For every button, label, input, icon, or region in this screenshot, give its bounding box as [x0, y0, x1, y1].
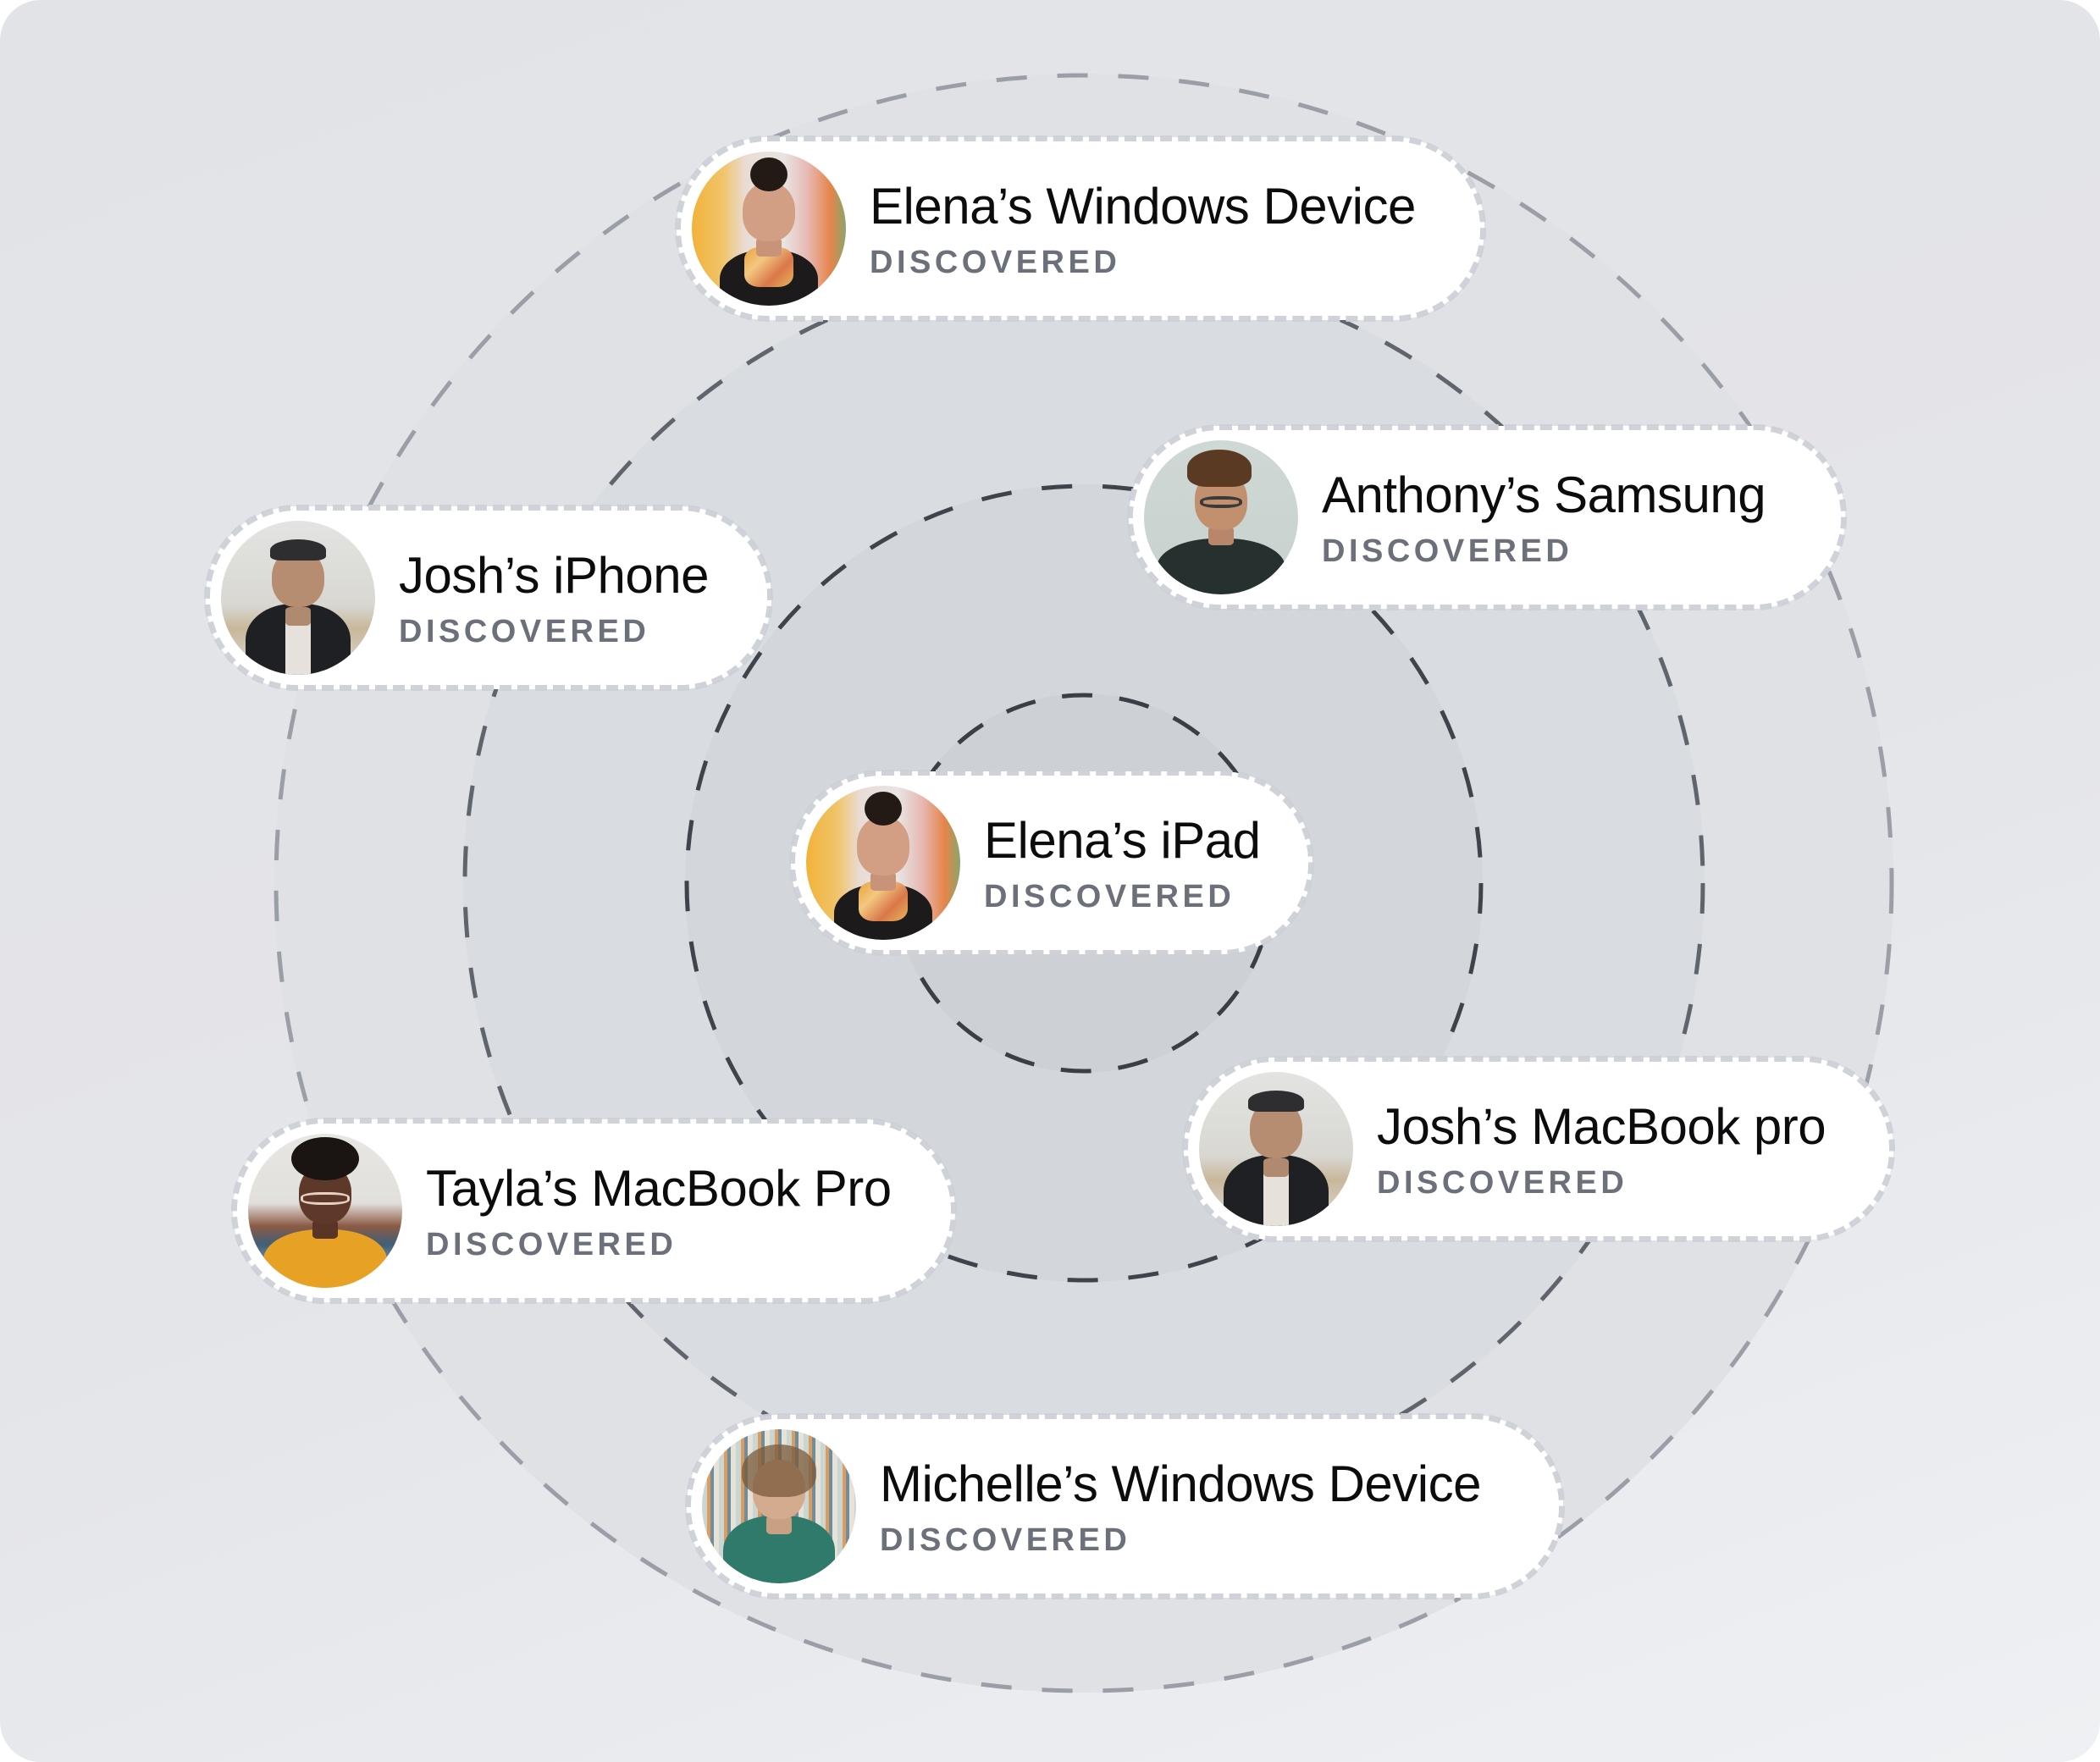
person-photo-josh-icon — [221, 521, 375, 675]
device-name: Tayla’s MacBook Pro — [426, 1160, 892, 1217]
ring-3-dashed-stroke — [684, 483, 1484, 1283]
device-name: Michelle’s Windows Device — [880, 1455, 1481, 1512]
device-name: Josh’s MacBook pro — [1377, 1098, 1826, 1155]
device-name: Anthony’s Samsung — [1322, 467, 1766, 523]
device-card-josh-macbook[interactable]: Josh’s MacBook pro DISCOVERED — [1182, 1056, 1895, 1242]
person-photo-tayla-icon — [248, 1134, 402, 1288]
device-card-tayla-macbook[interactable]: Tayla’s MacBook Pro DISCOVERED — [231, 1118, 957, 1304]
ring-outer-dashed-stroke — [274, 73, 1894, 1693]
device-name: Elena’s iPad — [984, 812, 1261, 869]
device-card-anthony-samsung[interactable]: Anthony’s Samsung DISCOVERED — [1127, 424, 1847, 610]
status-label: DISCOVERED — [870, 245, 1121, 280]
device-card-elena-windows[interactable]: Elena’s Windows Device DISCOVERED — [675, 135, 1486, 322]
person-photo-michelle-icon — [702, 1429, 856, 1583]
ring-2-dashed-stroke — [462, 262, 1705, 1505]
device-name: Elena’s Windows Device — [870, 178, 1416, 235]
status-label: DISCOVERED — [399, 614, 650, 649]
status-label: DISCOVERED — [880, 1522, 1131, 1558]
status-label: DISCOVERED — [1322, 533, 1573, 569]
status-label: DISCOVERED — [984, 879, 1235, 914]
person-photo-elena-icon — [692, 152, 846, 306]
status-label: DISCOVERED — [426, 1227, 677, 1262]
device-name: Josh’s iPhone — [399, 547, 709, 604]
person-photo-anthony-icon — [1144, 440, 1298, 594]
device-card-elena-ipad[interactable]: Elena’s iPad DISCOVERED — [789, 770, 1314, 956]
device-card-michelle-windows[interactable]: Michelle’s Windows Device DISCOVERED — [685, 1413, 1565, 1599]
device-card-josh-iphone[interactable]: Josh’s iPhone DISCOVERED — [204, 505, 773, 691]
status-label: DISCOVERED — [1377, 1165, 1628, 1201]
person-photo-josh-icon — [1199, 1072, 1353, 1226]
person-photo-elena-icon — [806, 786, 960, 940]
